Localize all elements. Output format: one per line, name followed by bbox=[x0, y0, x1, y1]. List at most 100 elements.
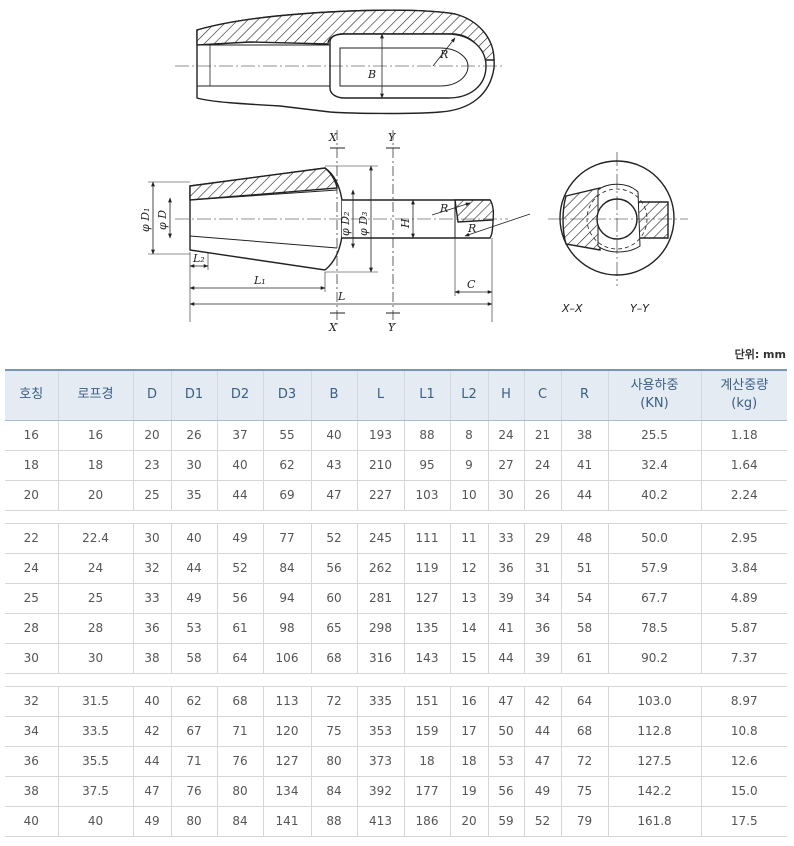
column-header-label: 사용하중 bbox=[630, 378, 679, 394]
cell-d2: 80 bbox=[217, 776, 264, 807]
cell-d3: 77 bbox=[263, 523, 312, 554]
cell-b: 65 bbox=[311, 613, 358, 644]
cell-d3: 98 bbox=[263, 613, 312, 644]
cell-weight: 3.84 bbox=[701, 553, 787, 584]
cell-l2: 16 bbox=[450, 686, 489, 717]
cell-rope: 30 bbox=[58, 643, 134, 674]
cell-name: 16 bbox=[5, 420, 59, 451]
cell-rope: 31.5 bbox=[58, 686, 134, 717]
cell-d3: 94 bbox=[263, 583, 312, 614]
cell-weight: 15.0 bbox=[701, 776, 787, 807]
cell-b: 56 bbox=[311, 553, 358, 584]
label-C: C bbox=[467, 278, 476, 291]
cell-d1: 35 bbox=[171, 480, 218, 511]
cell-l1: 95 bbox=[404, 450, 451, 481]
cell-c: 39 bbox=[524, 643, 562, 674]
column-header-d: D bbox=[133, 369, 172, 421]
label-phiD3: φ D₃ bbox=[357, 212, 370, 236]
cell-b: 75 bbox=[311, 716, 358, 747]
cell-r: 44 bbox=[561, 480, 609, 511]
cell-load: 161.8 bbox=[608, 806, 702, 837]
cell-weight: 7.37 bbox=[701, 643, 787, 674]
cell-load: 50.0 bbox=[608, 523, 702, 554]
cell-l1: 18 bbox=[404, 746, 451, 777]
cell-c: 49 bbox=[524, 776, 562, 807]
cell-b: 52 bbox=[311, 523, 358, 554]
label-phiD2: φ D₂ bbox=[339, 212, 352, 236]
cell-rope: 22.4 bbox=[58, 523, 134, 554]
column-header-rope: 로프경 bbox=[58, 369, 134, 421]
cell-r: 51 bbox=[561, 553, 609, 584]
cell-d2: 61 bbox=[217, 613, 264, 644]
cell-h: 59 bbox=[488, 806, 525, 837]
cell-l2: 17 bbox=[450, 716, 489, 747]
cell-d3: 134 bbox=[263, 776, 312, 807]
column-header-label: L2 bbox=[461, 387, 477, 403]
cell-load: 25.5 bbox=[608, 420, 702, 451]
cell-d3: 69 bbox=[263, 480, 312, 511]
group-separator bbox=[5, 673, 787, 687]
cell-l2: 8 bbox=[450, 420, 489, 451]
cell-d: 40 bbox=[133, 686, 172, 717]
cell-d1: 71 bbox=[171, 746, 218, 777]
column-header-label: D2 bbox=[230, 387, 250, 403]
cell-l2: 13 bbox=[450, 583, 489, 614]
column-header-d1: D1 bbox=[171, 369, 218, 421]
cell-d: 47 bbox=[133, 776, 172, 807]
cell-l1: 127 bbox=[404, 583, 451, 614]
cell-d: 23 bbox=[133, 450, 172, 481]
cell-l1: 111 bbox=[404, 523, 451, 554]
cell-name: 22 bbox=[5, 523, 59, 554]
label-R-top: R bbox=[439, 48, 448, 61]
column-header-d2: D2 bbox=[217, 369, 264, 421]
cell-weight: 1.18 bbox=[701, 420, 787, 451]
cell-l: 227 bbox=[357, 480, 405, 511]
cell-weight: 1.64 bbox=[701, 450, 787, 481]
cell-d2: 64 bbox=[217, 643, 264, 674]
cell-r: 79 bbox=[561, 806, 609, 837]
column-header-label: H bbox=[501, 387, 511, 403]
cell-d: 32 bbox=[133, 553, 172, 584]
column-header-label: L1 bbox=[419, 387, 435, 403]
cell-weight: 2.95 bbox=[701, 523, 787, 554]
cell-d1: 58 bbox=[171, 643, 218, 674]
cell-d3: 120 bbox=[263, 716, 312, 747]
column-header-label: R bbox=[579, 387, 590, 403]
cell-b: 84 bbox=[311, 776, 358, 807]
group-separator bbox=[5, 510, 787, 524]
cell-weight: 2.24 bbox=[701, 480, 787, 511]
cell-b: 68 bbox=[311, 643, 358, 674]
cell-l1: 135 bbox=[404, 613, 451, 644]
cell-load: 67.7 bbox=[608, 583, 702, 614]
cell-l1: 103 bbox=[404, 480, 451, 511]
cell-c: 36 bbox=[524, 613, 562, 644]
cell-rope: 35.5 bbox=[58, 746, 134, 777]
cell-weight: 5.87 bbox=[701, 613, 787, 644]
cell-weight: 4.89 bbox=[701, 583, 787, 614]
column-header-load: 사용하중(KN) bbox=[608, 369, 702, 421]
cell-l1: 119 bbox=[404, 553, 451, 584]
unit-label: 단위: mm bbox=[734, 348, 786, 361]
cell-l: 193 bbox=[357, 420, 405, 451]
column-header-label: C bbox=[537, 387, 548, 403]
cell-d2: 56 bbox=[217, 583, 264, 614]
label-XX: X–X bbox=[561, 302, 583, 315]
cell-h: 27 bbox=[488, 450, 525, 481]
cell-b: 40 bbox=[311, 420, 358, 451]
label-L: L bbox=[337, 290, 345, 303]
cell-d2: 49 bbox=[217, 523, 264, 554]
cell-load: 78.5 bbox=[608, 613, 702, 644]
label-X-bottom: X bbox=[328, 321, 338, 334]
cell-rope: 25 bbox=[58, 583, 134, 614]
cell-b: 60 bbox=[311, 583, 358, 614]
cell-name: 34 bbox=[5, 716, 59, 747]
cell-l2: 12 bbox=[450, 553, 489, 584]
cell-c: 42 bbox=[524, 686, 562, 717]
